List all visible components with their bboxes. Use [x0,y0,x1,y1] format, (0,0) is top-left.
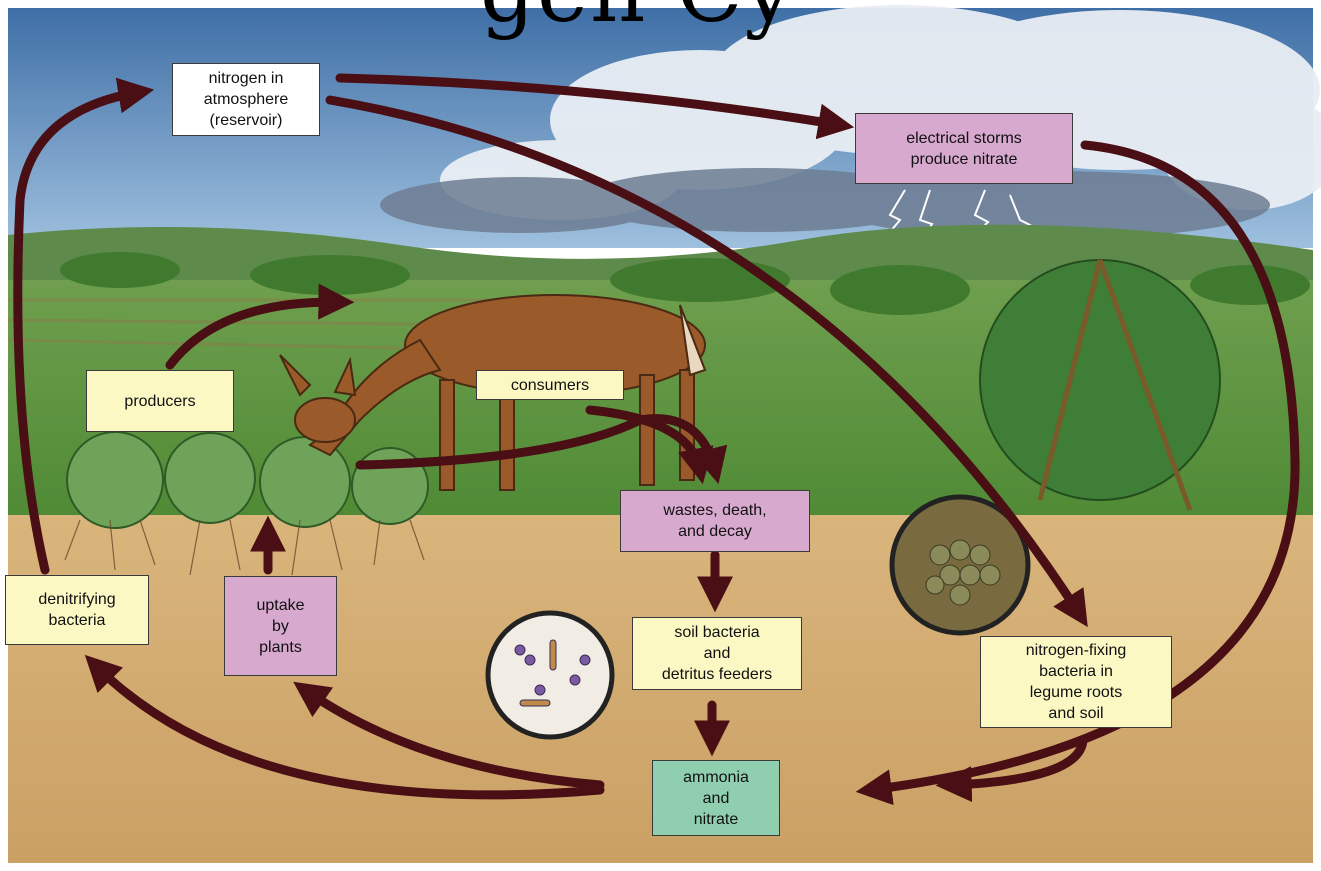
legume-plant [980,260,1220,500]
label-ammonia-nitrate: ammonia and nitrate [652,760,780,836]
label-soil-bacteria: soil bacteria and detritus feeders [632,617,802,690]
soil-bacteria-magnified [488,613,612,737]
label-nitrogen-atmosphere: nitrogen in atmosphere (reservoir) [172,63,320,136]
label-denitrifying-bacteria: denitrifying bacteria [5,575,149,645]
page-title-fragment: gen Cy [480,0,795,42]
label-producers: producers [86,370,234,432]
label-nitrogen-fixing-bacteria: nitrogen-fixing bacteria in legume roots… [980,636,1172,728]
label-wastes-death-decay: wastes, death, and decay [620,490,810,552]
label-electrical-storms: electrical storms produce nitrate [855,113,1073,184]
deer-head [295,398,355,442]
label-consumers: consumers [476,370,624,400]
label-uptake-by-plants: uptake by plants [224,576,337,676]
dark-clouds [380,168,1270,239]
